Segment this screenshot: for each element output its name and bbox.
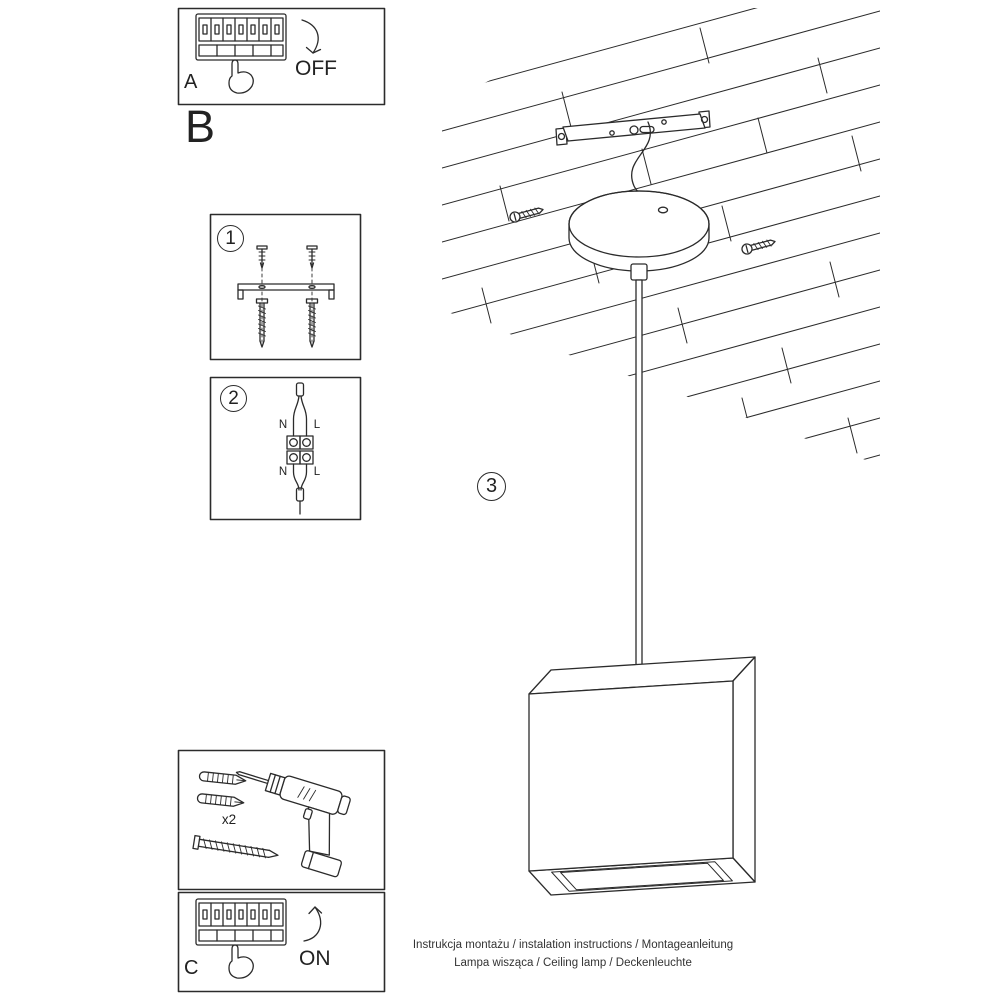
step-3-number: 3 [477, 472, 506, 501]
ceiling-bracket-drawing [555, 110, 711, 146]
box-c-label: C [184, 957, 199, 979]
plug-count-label: x2 [221, 812, 237, 827]
box-a-action-label: OFF [295, 57, 337, 80]
terminal-label-l-bottom: L [313, 466, 321, 478]
cube-shade-drawing [528, 656, 756, 896]
wall-plug-icon [196, 793, 245, 807]
wall-plug-icon [198, 771, 247, 785]
box-a-label: A [184, 71, 198, 93]
bracket-screws-drawing [237, 245, 335, 348]
drill-icon [235, 771, 351, 878]
arrow-curve-down-icon [301, 19, 319, 54]
terminal-label-l-top: L [313, 419, 321, 431]
footer-line-1: Instrukcja montażu / instalation instruc… [412, 939, 734, 951]
frame-boxes [177, 7, 386, 993]
footer-line-2: Lampa wisząca / Ceiling lamp / Deckenleu… [454, 957, 692, 969]
arrow-curve-up-icon [303, 906, 322, 942]
canopy-drawing [568, 190, 710, 281]
step-2-number: 2 [220, 385, 247, 412]
breaker-panel-on-icon [195, 898, 323, 979]
canopy-screw-left-icon [509, 207, 544, 223]
terminal-label-n-top: N [278, 419, 288, 431]
step-1-number: 1 [217, 225, 244, 252]
footer: Instrukcja montażu / instalation instruc… [393, 936, 753, 972]
breaker-panel-off-icon [195, 13, 322, 94]
terminal-wiring-drawing [286, 382, 314, 515]
ceiling-texture [442, 8, 880, 465]
box-c-action-label: ON [299, 947, 331, 970]
pendant-cord-icon [635, 279, 643, 677]
long-screw-icon [192, 834, 279, 859]
canopy-screw-right-icon [741, 239, 776, 255]
section-b-label: B [185, 101, 216, 152]
terminal-label-n-bottom: N [278, 466, 288, 478]
